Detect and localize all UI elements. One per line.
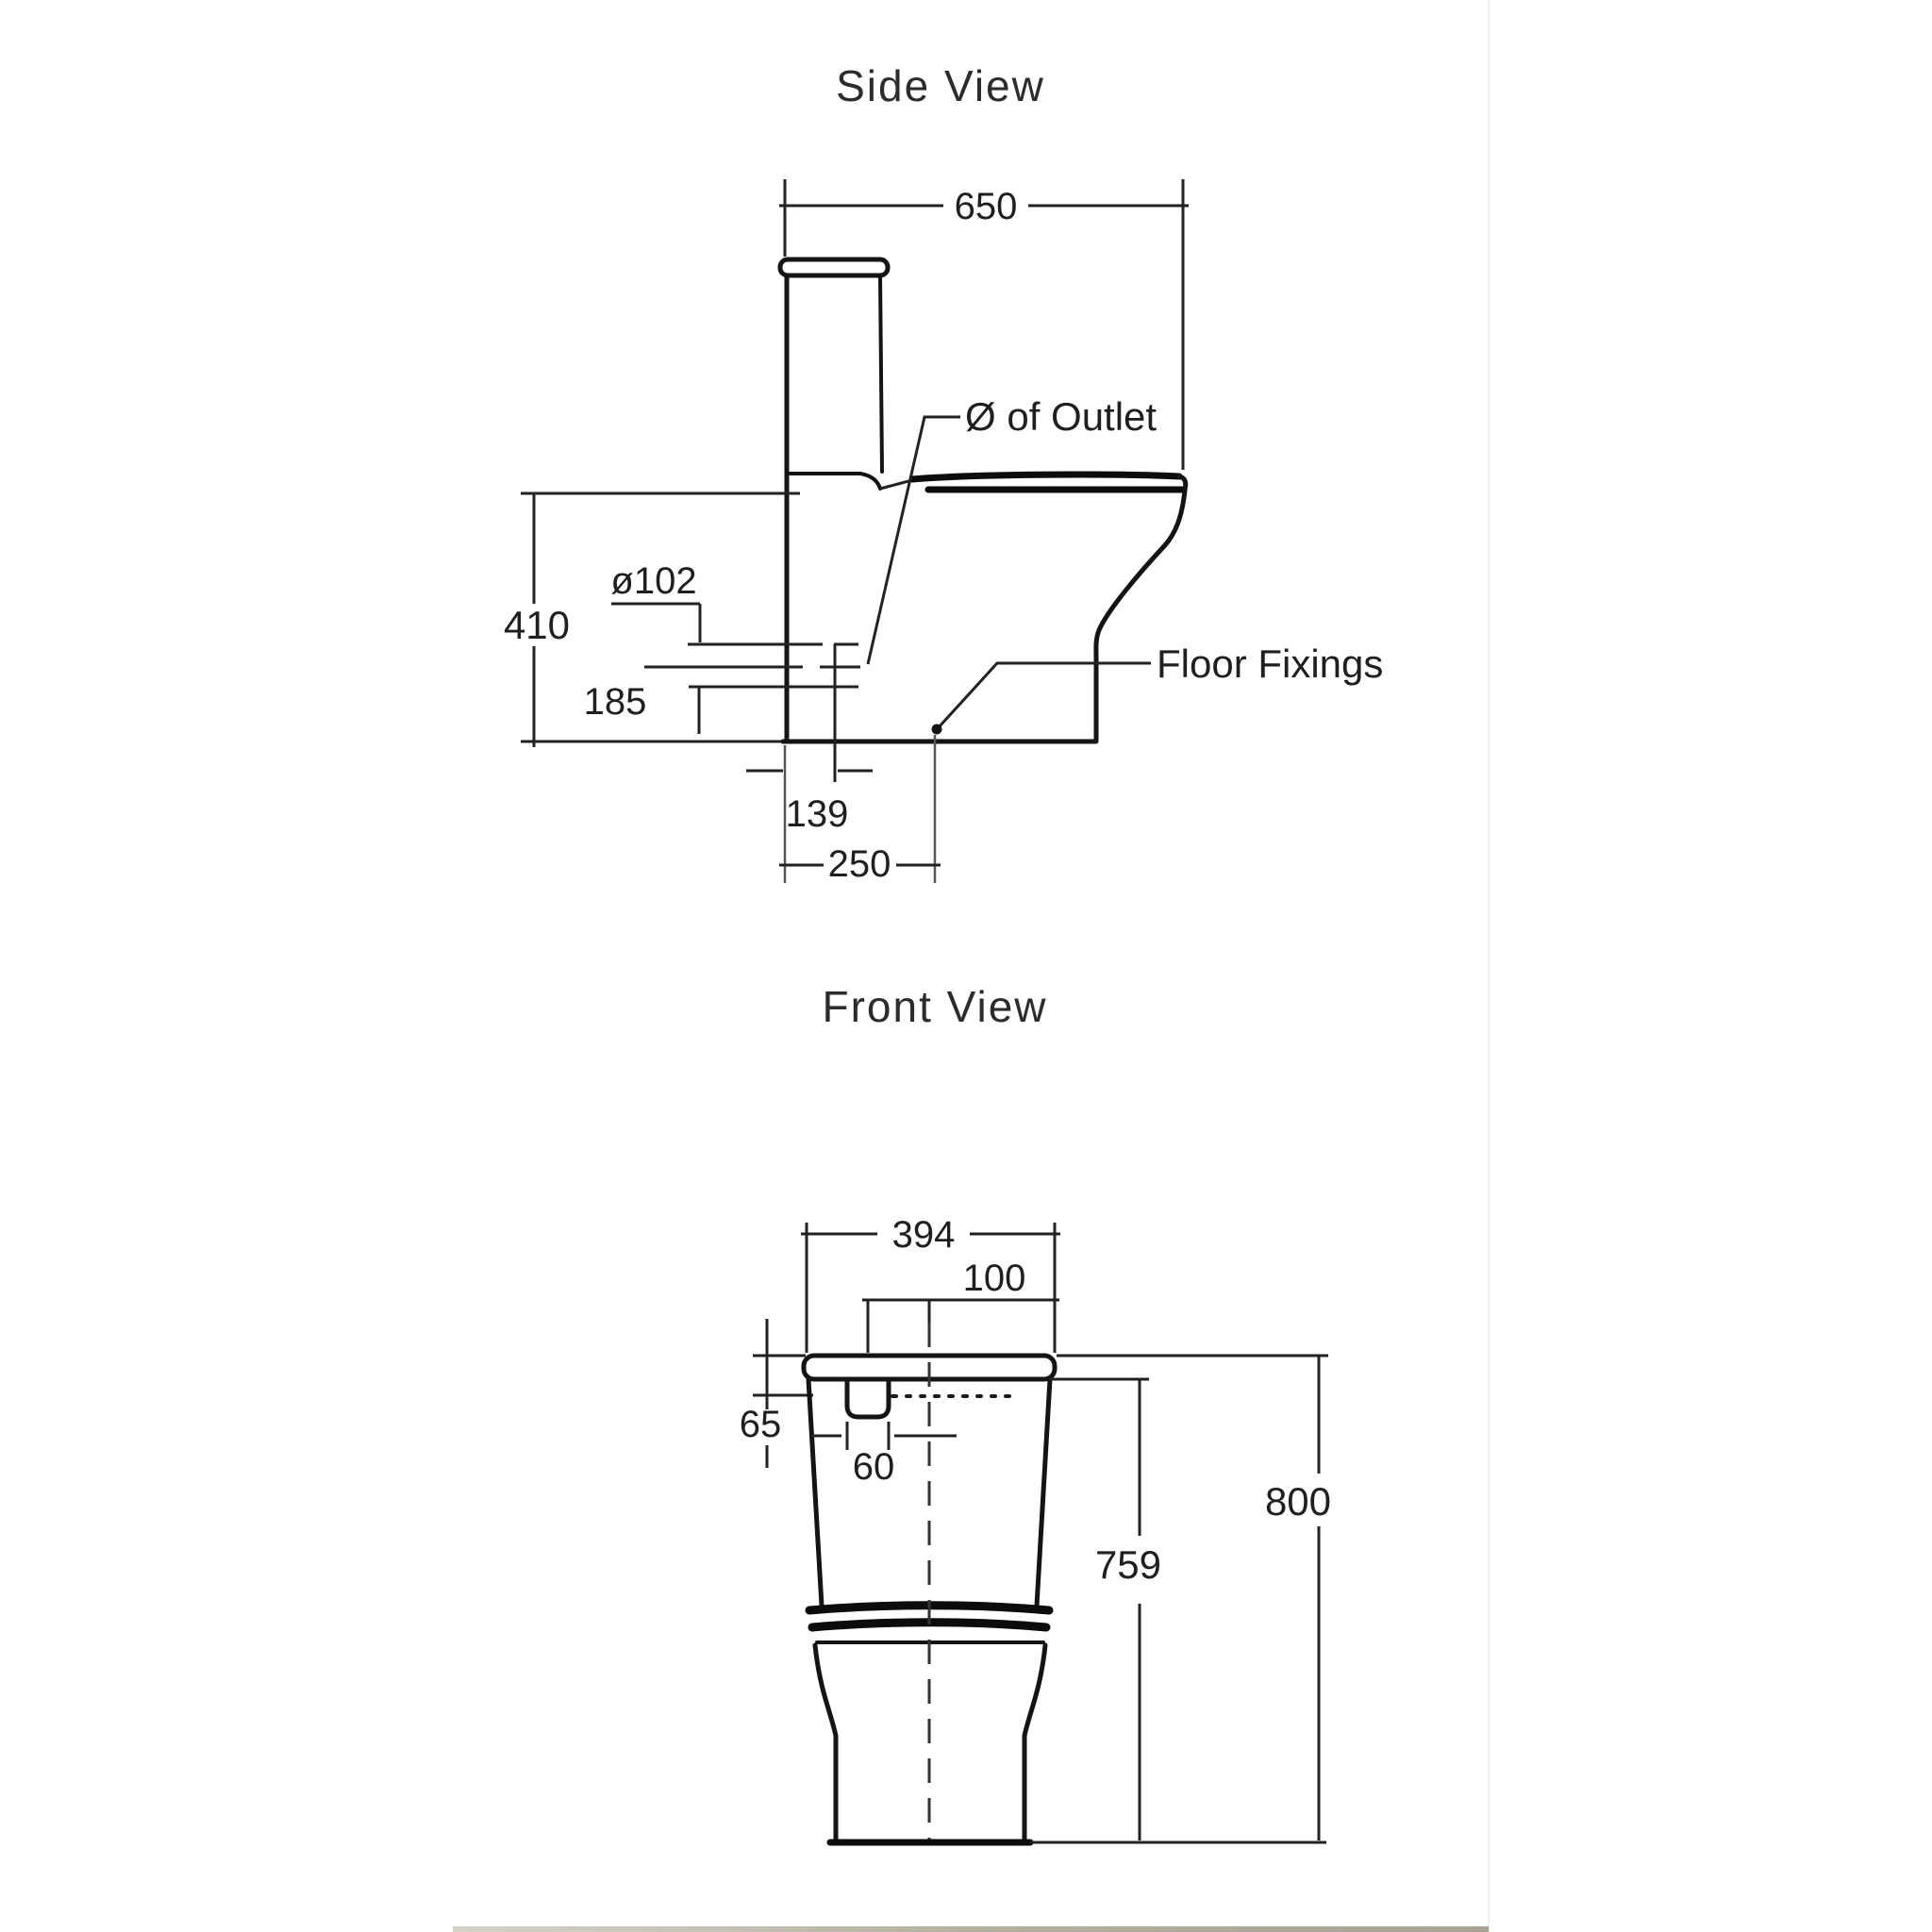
cistern-right-edge xyxy=(1034,1376,1053,1608)
dim-text-65: 65 xyxy=(740,1404,782,1445)
side-view: Side View 650 xyxy=(504,61,1383,885)
dim-overall-depth-650: 650 xyxy=(779,179,1189,470)
cistern-side-outline xyxy=(777,257,891,743)
dim-fixing-setout-250: 250 xyxy=(779,735,941,885)
pedestal-left-edge xyxy=(812,1642,839,1843)
seat-top-edge xyxy=(908,471,1183,483)
dim-overall-width-394: 394 xyxy=(801,1214,1060,1353)
seat-front-tip xyxy=(1176,474,1189,492)
label-floor-fixings: Floor Fixings xyxy=(931,641,1383,735)
dim-text-185: 185 xyxy=(584,681,647,723)
front-view-title: Front View xyxy=(822,982,1047,1031)
bowl-side-outline xyxy=(1093,488,1188,742)
cistern-front-line xyxy=(878,274,884,474)
dim-text-759: 759 xyxy=(1095,1542,1161,1587)
dim-text-100: 100 xyxy=(963,1257,1026,1299)
dim-text-800: 800 xyxy=(1265,1479,1331,1524)
dim-text-394: 394 xyxy=(892,1214,956,1256)
dim-text-o102: ø102 xyxy=(610,560,696,602)
dim-seat-height-410: 410 xyxy=(504,491,800,747)
dim-text-250: 250 xyxy=(828,843,891,885)
floor-fixings-leader-line xyxy=(937,661,1151,729)
pedestal-outline xyxy=(812,1642,1048,1843)
dim-button-offset-100: 100 xyxy=(862,1257,1059,1353)
dim-overall-height-800: 800 xyxy=(1057,1354,1331,1840)
seat-side-outline xyxy=(879,471,1189,493)
dim-text-139: 139 xyxy=(786,793,849,835)
outlet-leader-line xyxy=(866,415,960,665)
seat-lead-line xyxy=(879,478,913,491)
cistern-left-edge xyxy=(806,1376,824,1608)
dim-outlet-setout-139: 139 xyxy=(746,745,873,883)
label-outlet: Ø of Outlet xyxy=(866,394,1157,665)
outlet-label-text: Ø of Outlet xyxy=(965,394,1157,439)
page-bottom-shadow xyxy=(453,1926,1489,1932)
cistern-base-shelf xyxy=(787,472,882,491)
bowl-front-profile xyxy=(1093,488,1188,742)
dim-outlet-diameter-102: ø102 xyxy=(610,560,702,642)
dim-text-60: 60 xyxy=(853,1446,895,1488)
cistern-lid xyxy=(777,257,891,278)
dim-text-650: 650 xyxy=(955,186,1018,227)
dim-lid-height-65: 65 xyxy=(740,1319,813,1468)
dim-outlet-height-185: 185 xyxy=(584,681,701,734)
dim-lid-underside-759: 759 xyxy=(1050,1377,1161,1840)
flush-button xyxy=(844,1376,891,1420)
side-view-title: Side View xyxy=(836,61,1045,110)
outlet-lines xyxy=(644,642,860,782)
dim-text-410: 410 xyxy=(504,603,570,647)
dim-button-width-60: 60 xyxy=(811,1422,957,1488)
floor-fixings-label-text: Floor Fixings xyxy=(1157,641,1383,686)
floor-fixing-point xyxy=(931,724,942,735)
front-view: Front View 394 100 65 xyxy=(740,982,1331,1846)
pedestal-right-edge xyxy=(1022,1642,1048,1843)
